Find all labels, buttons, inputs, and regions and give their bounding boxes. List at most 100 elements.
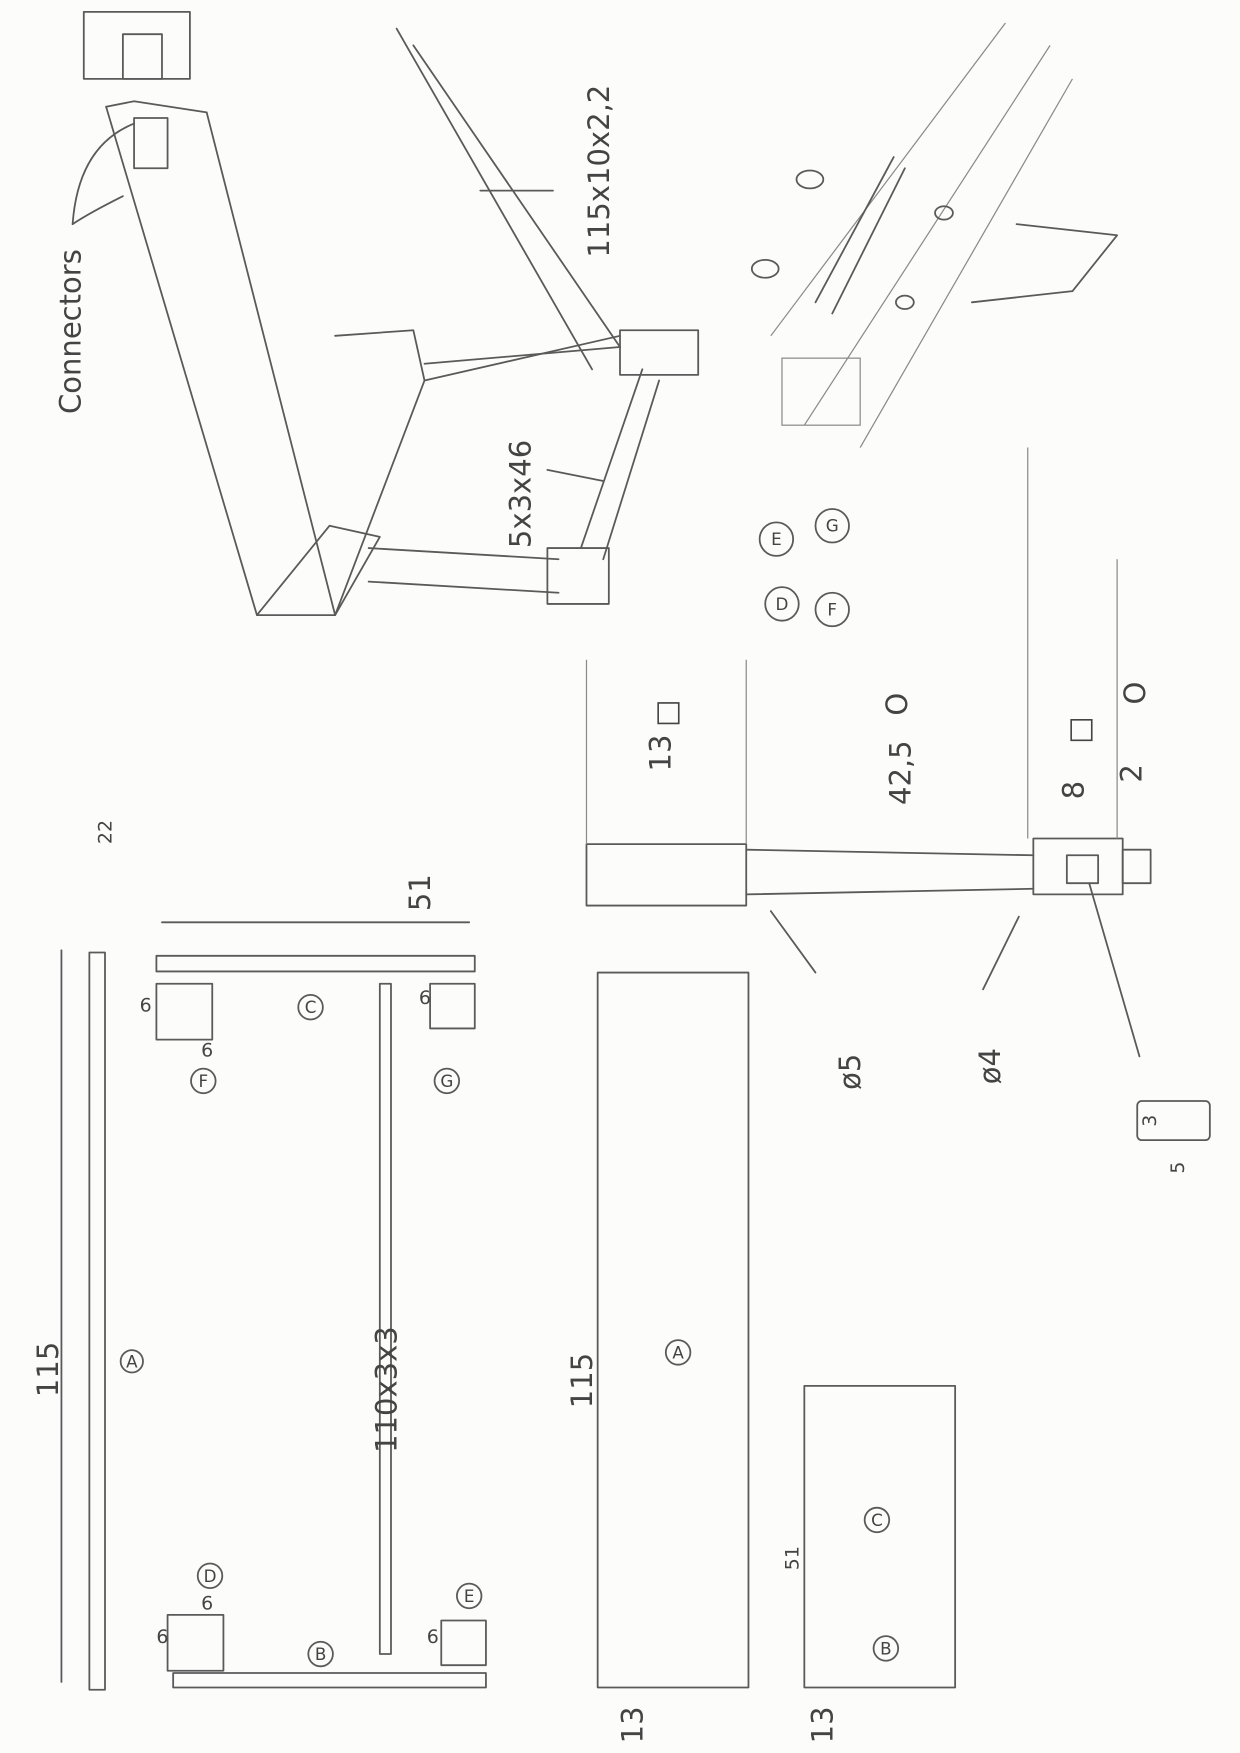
sketch-stroke	[1088, 882, 1141, 1058]
block-e	[440, 1619, 487, 1667]
sketch-stroke: E	[758, 521, 795, 557]
rail-dimension-label: 115x10x2,2	[582, 85, 616, 258]
panel-a	[596, 971, 750, 1689]
sketch-stroke	[71, 195, 124, 225]
sketch-label: 8	[1057, 781, 1091, 799]
sketch-stroke	[456, 1582, 483, 1610]
top-length-label: 115	[31, 1342, 65, 1397]
sketch-stroke	[664, 1339, 692, 1366]
sketch-stroke: F	[814, 591, 850, 628]
sketch-stroke	[758, 521, 795, 557]
panel-drawings: 115 A 13 51 C B 13	[565, 971, 957, 1743]
top-thickness-label: 22	[95, 820, 117, 844]
part-label-e: E	[456, 1582, 483, 1610]
part-label-c-top: C	[297, 994, 324, 1021]
sketch-label: F	[827, 600, 837, 620]
side-plank-b	[172, 1672, 487, 1689]
sketch-stroke	[105, 100, 208, 114]
sketch-stroke	[395, 27, 593, 371]
sketch-stroke	[745, 887, 1035, 896]
sketch-stroke	[546, 547, 610, 605]
sketch-stroke	[745, 848, 1035, 857]
sketch-stroke	[619, 329, 700, 376]
sketch-label: 6	[156, 1626, 168, 1648]
sketch-stroke	[71, 122, 135, 225]
sketch-stroke	[764, 586, 800, 622]
diameter-5-label: ø5	[833, 1054, 867, 1090]
sketch-label: C	[871, 1510, 883, 1530]
sketch-stroke: G	[814, 508, 850, 544]
sketch-label: 13	[615, 1706, 649, 1743]
sketch-stroke	[803, 45, 1051, 426]
side-length-label: 51	[403, 874, 437, 911]
sketch-label: F	[198, 1071, 208, 1091]
block-d	[166, 1614, 225, 1672]
sketch-label: D	[204, 1566, 217, 1586]
sketch-stroke	[297, 994, 324, 1021]
sketch-stroke	[1121, 848, 1152, 885]
panel-bc	[803, 1385, 957, 1689]
connectors-label: Connectors	[53, 249, 87, 414]
sketch-label: 6	[201, 1039, 213, 1061]
table-3d-sketch: Connectors 115x10x2,2 5x3x46	[53, 10, 700, 616]
connector-detail-sketch	[750, 22, 1119, 448]
connectors-arrows	[71, 122, 135, 225]
sketch-label: D	[776, 594, 789, 614]
sketch-stroke	[105, 105, 337, 616]
sketch-stroke	[119, 1349, 144, 1374]
sketch-stroke	[585, 843, 748, 907]
sketch-stroke	[982, 915, 1020, 991]
sketch-stroke	[412, 44, 621, 348]
sketch-stroke	[859, 78, 1073, 448]
sketch-stroke	[367, 580, 560, 594]
sketch-stroke	[190, 1067, 217, 1095]
part-label-d: D	[196, 1562, 224, 1589]
sketch-label: 6	[140, 995, 152, 1017]
sketch-stroke	[795, 169, 825, 190]
part-label-b-top: B	[307, 1640, 334, 1668]
sketch-stroke: A	[664, 1339, 692, 1366]
sketch-label: C	[305, 997, 317, 1017]
part-label-g: G	[433, 1067, 461, 1095]
sketch-label: 13	[805, 1706, 839, 1743]
sketch-stroke	[750, 258, 780, 279]
part-label-f: F	[190, 1067, 217, 1095]
sketch-stroke	[934, 205, 954, 221]
sketch-label: O	[880, 693, 914, 716]
sketch-stroke	[423, 346, 621, 365]
sketch-label: 6	[427, 1626, 439, 1648]
sketch-label: 115	[565, 1353, 599, 1408]
sketch-stroke	[814, 508, 850, 544]
sketch-stroke	[196, 1562, 224, 1589]
sketch-label: □	[1062, 716, 1096, 743]
sketch-label: G	[440, 1071, 453, 1091]
sketch-label: 6	[419, 987, 431, 1009]
sketch-stroke	[1032, 837, 1124, 896]
sketch-stroke	[781, 357, 861, 426]
sketch-stroke	[82, 10, 191, 80]
sketch-stroke	[769, 910, 817, 974]
block-f	[155, 982, 214, 1041]
sketch-stroke	[895, 294, 915, 310]
sketch-label: B	[315, 1644, 326, 1664]
sketch-label: E	[771, 529, 782, 549]
sketch-label: 42,5	[883, 740, 917, 805]
sketch-label: O	[1118, 682, 1152, 705]
stretcher-dimension-label: 5x3x46	[504, 440, 538, 548]
sketch-label: E	[464, 1586, 475, 1606]
diameter-4-label: ø4	[973, 1048, 1007, 1084]
side-plank-c	[155, 954, 476, 973]
sketch-stroke	[831, 167, 906, 315]
sketch-stroke	[133, 117, 169, 170]
sketch-label: 51	[782, 1546, 804, 1570]
sketch-label: 13	[643, 735, 677, 772]
sketch-label: A	[672, 1342, 684, 1362]
sketch-stroke: D	[764, 586, 800, 622]
sketch-label: A	[126, 1351, 138, 1371]
sketch-stroke	[256, 524, 381, 616]
part-label-a-top: A	[119, 1349, 144, 1374]
sketch-label: □	[649, 699, 683, 726]
sketch-stroke	[814, 591, 850, 628]
sketch-stroke	[546, 468, 605, 482]
